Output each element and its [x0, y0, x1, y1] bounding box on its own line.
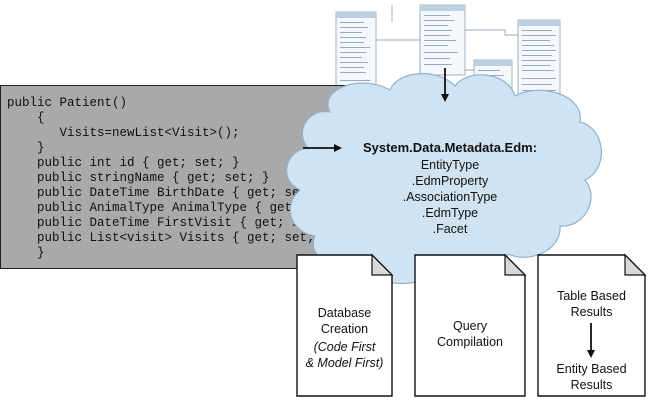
metadata-cloud — [286, 73, 602, 285]
cloud-item-2: .EdmProperty — [411, 174, 489, 188]
cloud-heading: System.Data.Metadata.Edm: — [362, 140, 538, 155]
cloud-item-4: .EdmType — [421, 206, 479, 220]
cloud-item-1: EntityType — [420, 158, 480, 172]
doc3-top-line-2: Results — [570, 305, 613, 319]
code-line-1: public Patient() — [7, 96, 128, 110]
code-line-4: } — [7, 141, 45, 155]
document-query-compilation — [414, 253, 527, 397]
doc3-bottom-line-2: Results — [570, 378, 613, 392]
cloud-item-5: .Facet — [432, 222, 468, 236]
doc2-line-2: Compilation — [436, 335, 503, 349]
code-line-10: public List<visit> Visits { get; set; } — [7, 231, 330, 245]
document-database-creation — [296, 253, 394, 397]
code-line-6: public stringName { get; set; } — [7, 171, 270, 185]
code-line-3: Visits=newList<Visit>(); — [7, 126, 240, 140]
code-line-5: public int id { get; set; } — [7, 156, 240, 170]
code-line-2: { — [7, 111, 45, 125]
doc1-italic-line-2: & Model First) — [305, 356, 384, 370]
doc1-italic-line-1: (Code First — [313, 340, 376, 354]
model-row-lines — [340, 15, 556, 111]
cloud-item-3: .AssociationType — [402, 190, 498, 204]
doc2-line-1: Query — [452, 319, 488, 333]
doc1-line-2: Creation — [320, 322, 369, 336]
code-line-11: } — [7, 246, 45, 260]
doc1-line-1: Database — [317, 306, 372, 320]
doc3-bottom-line-1: Entity Based — [556, 362, 627, 376]
doc3-top-line-1: Table Based — [557, 289, 626, 303]
